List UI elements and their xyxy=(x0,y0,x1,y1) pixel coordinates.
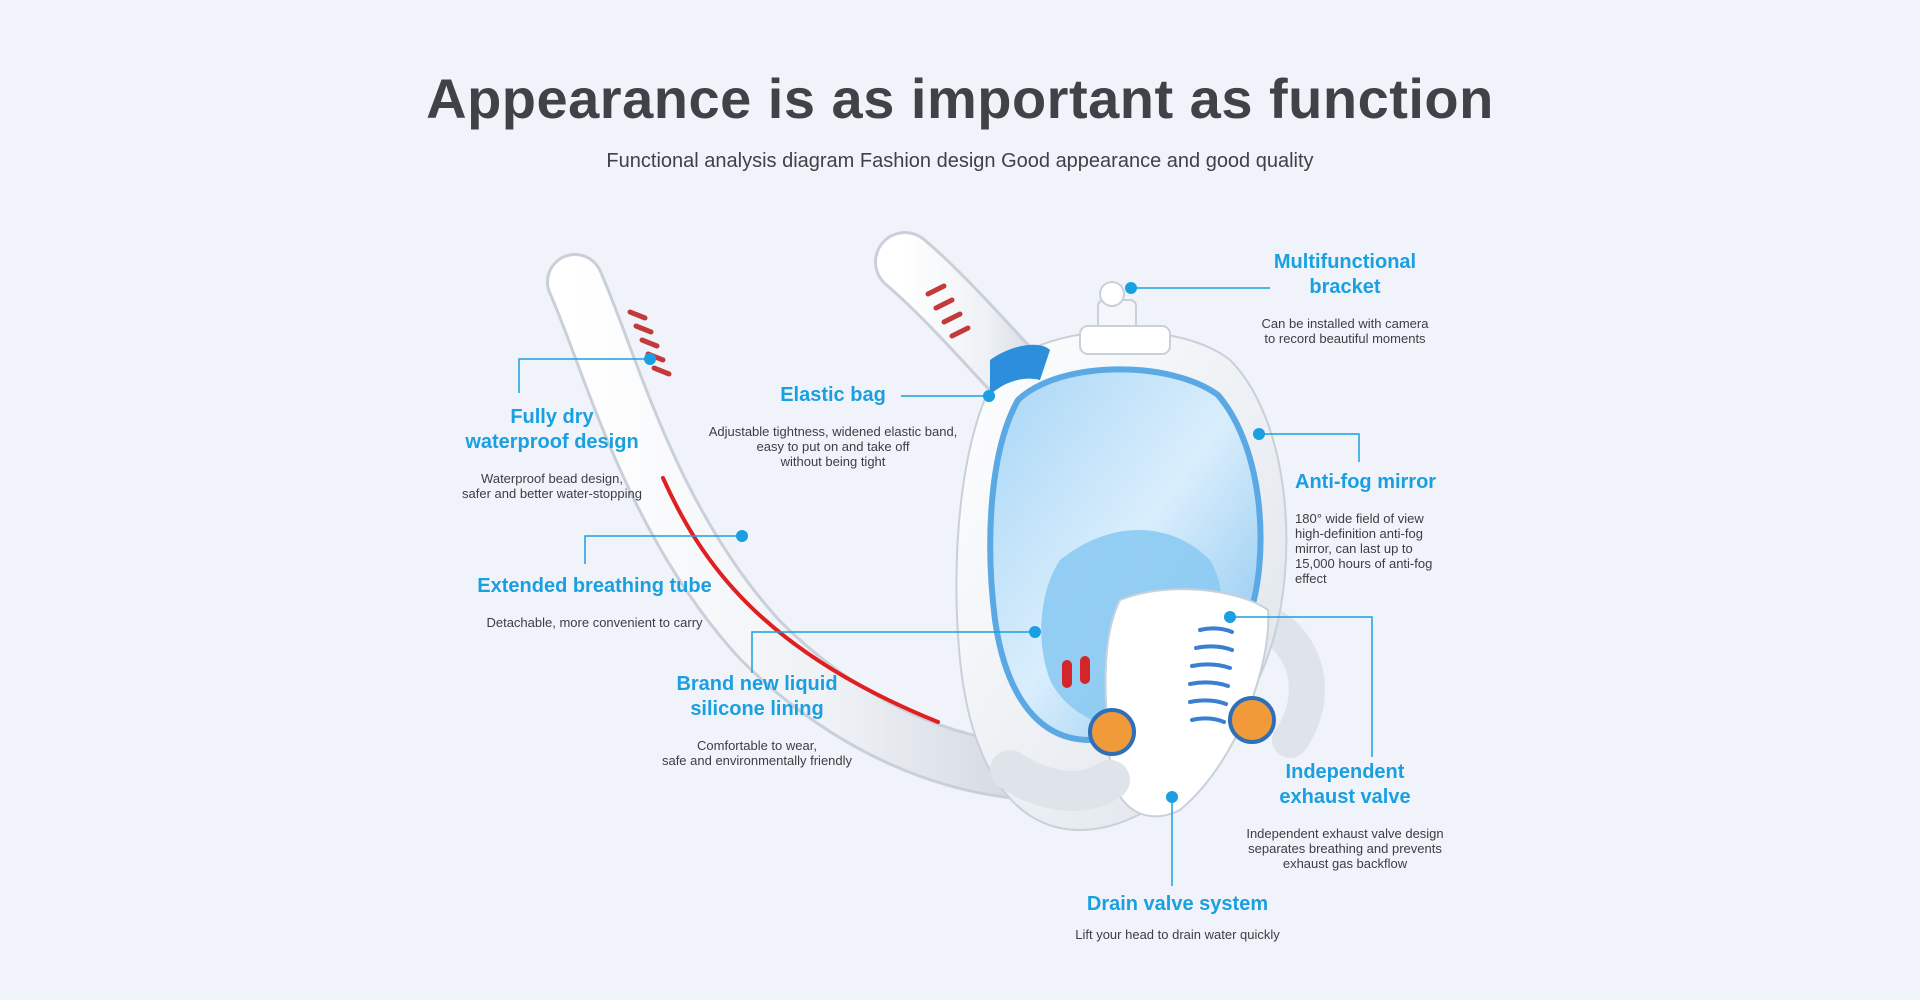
callout-elastic-bag: Elastic bag Adjustable tightness, widene… xyxy=(693,383,973,469)
callout-title: Anti-fog mirror xyxy=(1295,471,1437,493)
leader-dots xyxy=(644,282,1265,803)
callout-description: Detachable, more convenient to carry xyxy=(486,615,703,630)
callout-independent-exhaust-valve: Independent exhaust valve Independent ex… xyxy=(1225,760,1465,871)
callout-title: Extended breathing tube xyxy=(477,575,712,597)
callout-description: Can be installed with camera to record b… xyxy=(1261,316,1429,346)
callout-title: Multifunctional bracket xyxy=(1273,251,1417,298)
callout-title: Fully dry waterproof design xyxy=(465,406,639,453)
callout-description: 180° wide field of view high-definition … xyxy=(1295,511,1433,586)
page-title: Appearance is as important as function xyxy=(426,67,1494,130)
callout-anti-fog-mirror: Anti-fog mirror 180° wide field of view … xyxy=(1295,470,1475,586)
callout-description: Independent exhaust valve design separat… xyxy=(1246,826,1444,871)
callout-description: Comfortable to wear, safe and environmen… xyxy=(661,738,853,768)
callout-description: Lift your head to drain water quickly xyxy=(1075,927,1280,942)
mask-frame xyxy=(955,281,1288,832)
callout-title: Independent exhaust valve xyxy=(1279,761,1411,808)
callout-description: Adjustable tightness, widened elastic ba… xyxy=(708,424,958,469)
callout-title: Drain valve system xyxy=(1086,893,1269,915)
callout-extended-breathing-tube: Extended breathing tube Detachable, more… xyxy=(452,574,737,630)
callout-multifunctional-bracket: Multifunctional bracket Can be installed… xyxy=(1230,250,1460,346)
callout-liquid-silicone-lining: Brand new liquid silicone lining Comfort… xyxy=(627,672,887,768)
callout-title: Elastic bag xyxy=(780,384,886,406)
callout-drain-valve-system: Drain valve system Lift your head to dra… xyxy=(1040,892,1315,942)
callout-fully-dry-waterproof-design: Fully dry waterproof design Waterproof b… xyxy=(432,405,672,501)
callout-description: Waterproof bead design, safer and better… xyxy=(462,471,642,501)
callout-title: Brand new liquid silicone lining xyxy=(676,673,838,720)
leader-lines xyxy=(518,287,1373,886)
page-subtitle: Functional analysis diagram Fashion desi… xyxy=(606,150,1314,172)
